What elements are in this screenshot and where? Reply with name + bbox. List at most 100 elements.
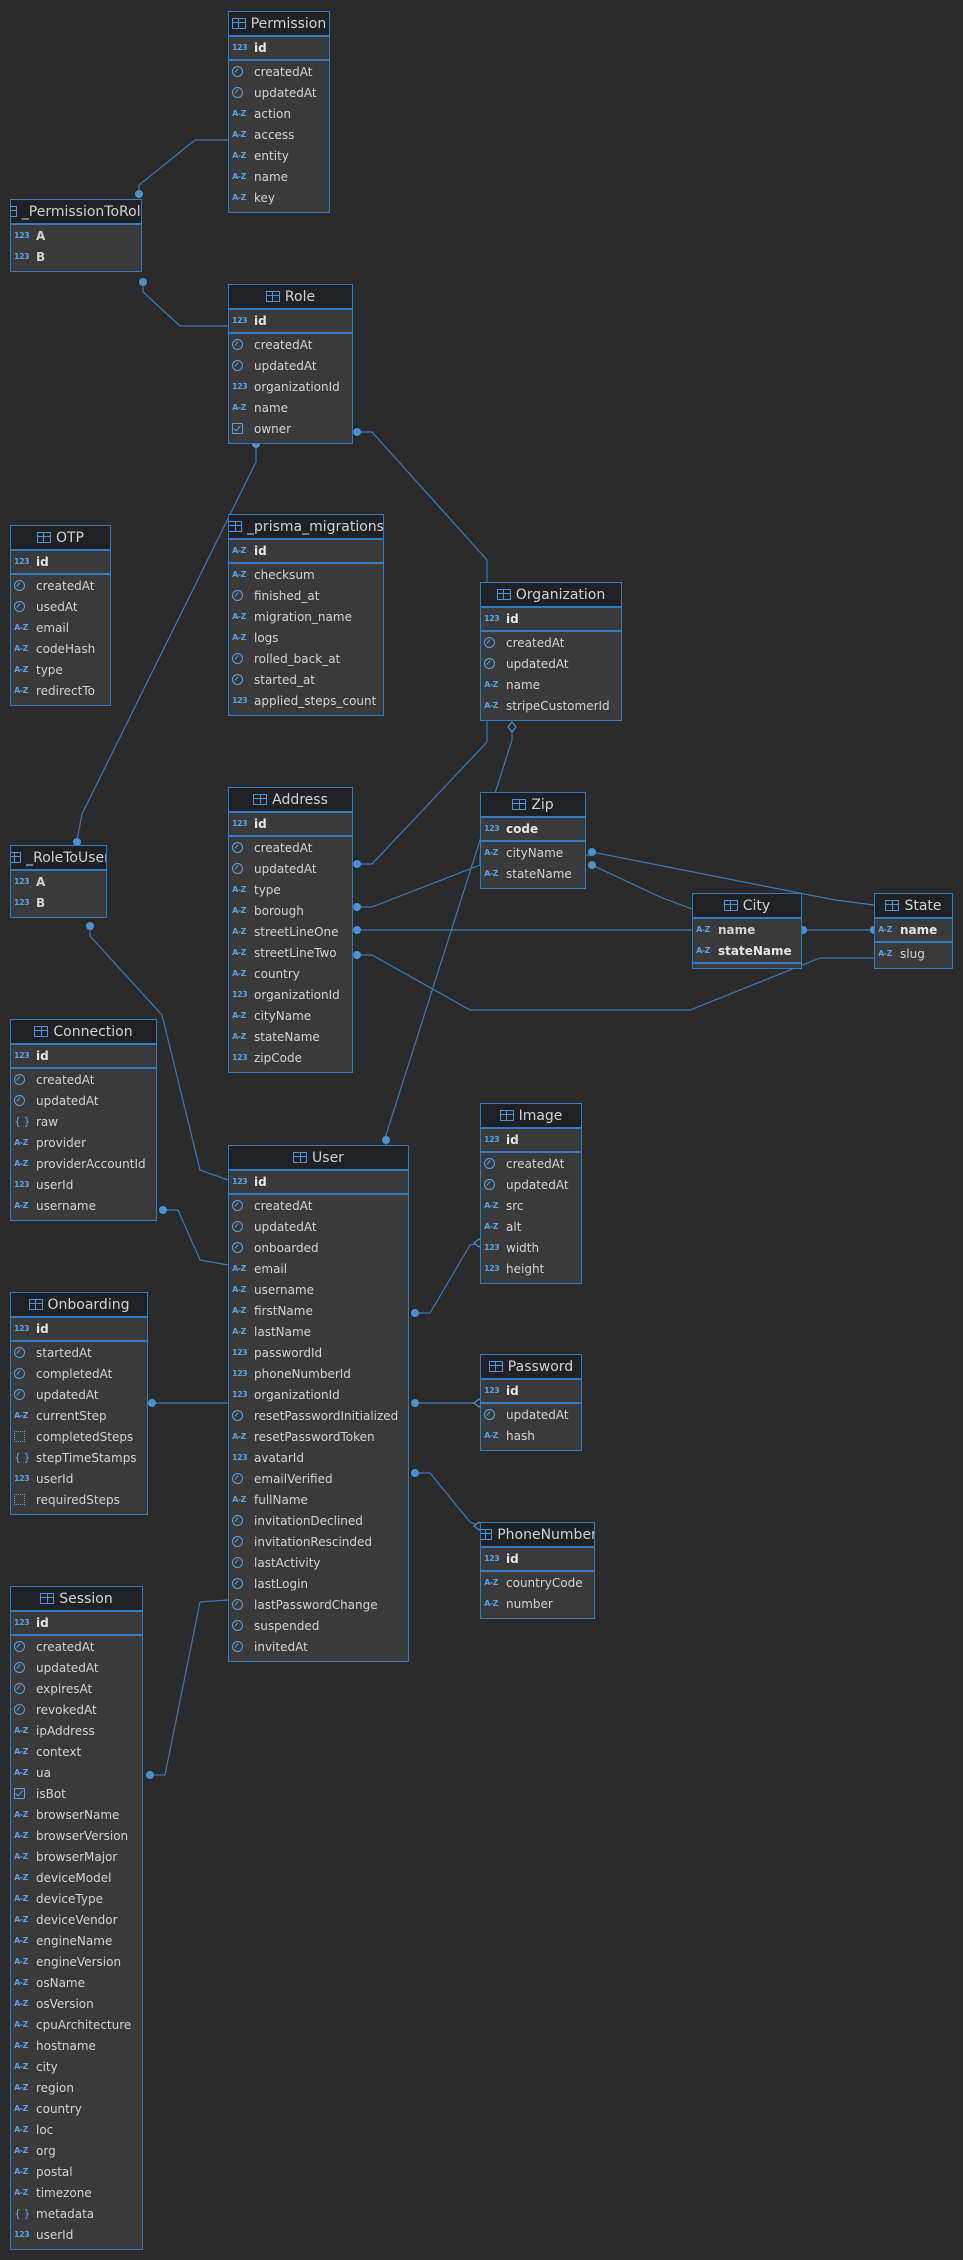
column-row[interactable]: updatedAt bbox=[229, 1216, 408, 1237]
column-row[interactable]: started_at bbox=[229, 669, 383, 690]
table-header[interactable]: OTP bbox=[11, 526, 110, 551]
column-row[interactable]: createdAt bbox=[11, 1069, 156, 1090]
column-row[interactable]: updatedAt bbox=[481, 1174, 581, 1195]
column-row[interactable]: { }metadata bbox=[11, 2203, 142, 2224]
table-header[interactable]: Address bbox=[229, 788, 352, 813]
table-header[interactable]: Permission bbox=[229, 12, 329, 37]
table-header[interactable]: _prisma_migrations bbox=[229, 515, 383, 540]
column-row[interactable]: owner bbox=[229, 418, 352, 439]
column-row[interactable]: lastLogin bbox=[229, 1573, 408, 1594]
column-row[interactable]: revokedAt bbox=[11, 1699, 142, 1720]
column-row[interactable]: emailVerified bbox=[229, 1468, 408, 1489]
table-header[interactable]: City bbox=[693, 894, 801, 919]
table-header[interactable]: _PermissionToRole bbox=[11, 200, 141, 225]
column-row[interactable]: resetPasswordInitialized bbox=[229, 1405, 408, 1426]
column-row[interactable]: { }raw bbox=[11, 1111, 156, 1132]
column-row[interactable]: createdAt bbox=[229, 1195, 408, 1216]
table-header[interactable]: Role bbox=[229, 285, 352, 310]
table-header[interactable]: Session bbox=[11, 1587, 142, 1612]
column-row[interactable]: updatedAt bbox=[229, 82, 329, 103]
column-row[interactable]: expiresAt bbox=[11, 1678, 142, 1699]
column-row[interactable]: createdAt bbox=[481, 632, 621, 653]
table-header[interactable]: Organization bbox=[481, 583, 621, 608]
column-row[interactable]: createdAt bbox=[229, 334, 352, 355]
column-row[interactable]: requiredSteps bbox=[11, 1489, 147, 1510]
column-row[interactable]: usedAt bbox=[11, 596, 110, 617]
column-row[interactable]: createdAt bbox=[229, 837, 352, 858]
column-row[interactable]: updatedAt bbox=[11, 1384, 147, 1405]
table-header[interactable]: Zip bbox=[481, 793, 585, 818]
column-row[interactable]: lastPasswordChange bbox=[229, 1594, 408, 1615]
column-row[interactable]: suspended bbox=[229, 1615, 408, 1636]
table-header[interactable]: Connection bbox=[11, 1020, 156, 1045]
table-header[interactable]: Password bbox=[481, 1355, 581, 1380]
column-row[interactable]: updatedAt bbox=[481, 653, 621, 674]
column-row[interactable]: updatedAt bbox=[229, 858, 352, 879]
column-row[interactable]: updatedAt bbox=[11, 1657, 142, 1678]
table-header[interactable]: Image bbox=[481, 1104, 581, 1129]
column-row[interactable]: lastActivity bbox=[229, 1552, 408, 1573]
